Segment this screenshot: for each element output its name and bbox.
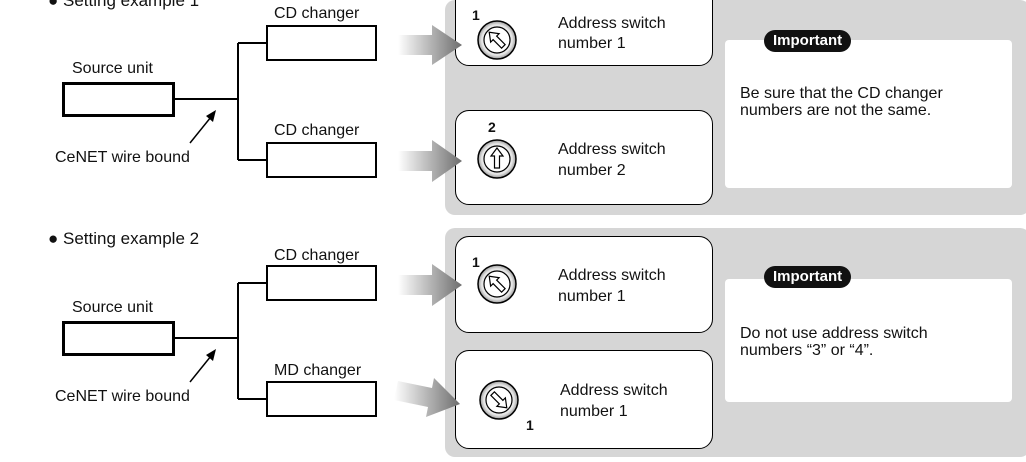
changer-box bbox=[266, 265, 377, 301]
source-unit-label: Source unit bbox=[72, 299, 153, 316]
important-text-line1: Do not use address switch bbox=[740, 325, 928, 342]
card-text-line2: number 1 bbox=[560, 403, 628, 420]
dial-arrow-icon bbox=[477, 139, 517, 179]
pointer-arrow-icon bbox=[189, 349, 216, 383]
changer-box bbox=[266, 381, 377, 417]
card-text-line1: Address switch bbox=[560, 382, 668, 399]
card-text-line2: number 2 bbox=[558, 162, 626, 179]
changer-label: CD changer bbox=[274, 247, 360, 264]
important-text-line2: numbers “3” or “4”. bbox=[740, 342, 874, 359]
card-text-line1: Address switch bbox=[558, 267, 666, 284]
changer-label: CD changer bbox=[274, 122, 360, 139]
flow-arrow-icon bbox=[398, 25, 462, 65]
important-note: Do not use address switch numbers “3” or… bbox=[725, 279, 1012, 402]
dial-arrow-icon bbox=[479, 380, 519, 420]
dial-arrow-icon bbox=[477, 264, 517, 304]
important-text-line1: Be sure that the CD changer bbox=[740, 85, 943, 102]
important-text-line2: numbers are not the same. bbox=[740, 102, 932, 119]
card-text-line2: number 1 bbox=[558, 288, 626, 305]
card-text-line1: Address switch bbox=[558, 15, 666, 32]
important-badge: Important bbox=[764, 30, 852, 52]
source-unit-label: Source unit bbox=[72, 60, 153, 77]
example-1-heading: ● Setting example 1 bbox=[48, 0, 200, 10]
changer-label: CD changer bbox=[274, 5, 360, 22]
switch-number: 1 bbox=[472, 254, 480, 270]
source-unit-box bbox=[62, 82, 175, 117]
wire-label: CeNET wire bound bbox=[55, 149, 190, 166]
wire-label: CeNET wire bound bbox=[55, 388, 190, 405]
changer-label: MD changer bbox=[274, 362, 362, 379]
card-text-line1: Address switch bbox=[558, 141, 666, 158]
important-note: Be sure that the CD changer numbers are … bbox=[725, 40, 1012, 188]
card-text-line2: number 1 bbox=[558, 35, 626, 52]
flow-arrow-icon bbox=[394, 378, 460, 417]
dial-arrow-icon bbox=[477, 20, 517, 60]
changer-box bbox=[266, 142, 377, 178]
switch-number: 1 bbox=[472, 7, 480, 23]
switch-number: 2 bbox=[488, 119, 496, 135]
pointer-arrow-icon bbox=[189, 110, 216, 144]
wiring-example-1 bbox=[175, 42, 266, 161]
switch-number: 1 bbox=[526, 417, 534, 433]
flow-arrow-icon bbox=[398, 264, 462, 306]
important-badge: Important bbox=[764, 266, 852, 288]
wiring-example-2 bbox=[175, 282, 266, 400]
example-2-heading: ● Setting example 2 bbox=[48, 229, 200, 248]
source-unit-box bbox=[62, 321, 175, 356]
flow-arrow-icon bbox=[398, 140, 462, 182]
changer-box bbox=[266, 25, 377, 61]
